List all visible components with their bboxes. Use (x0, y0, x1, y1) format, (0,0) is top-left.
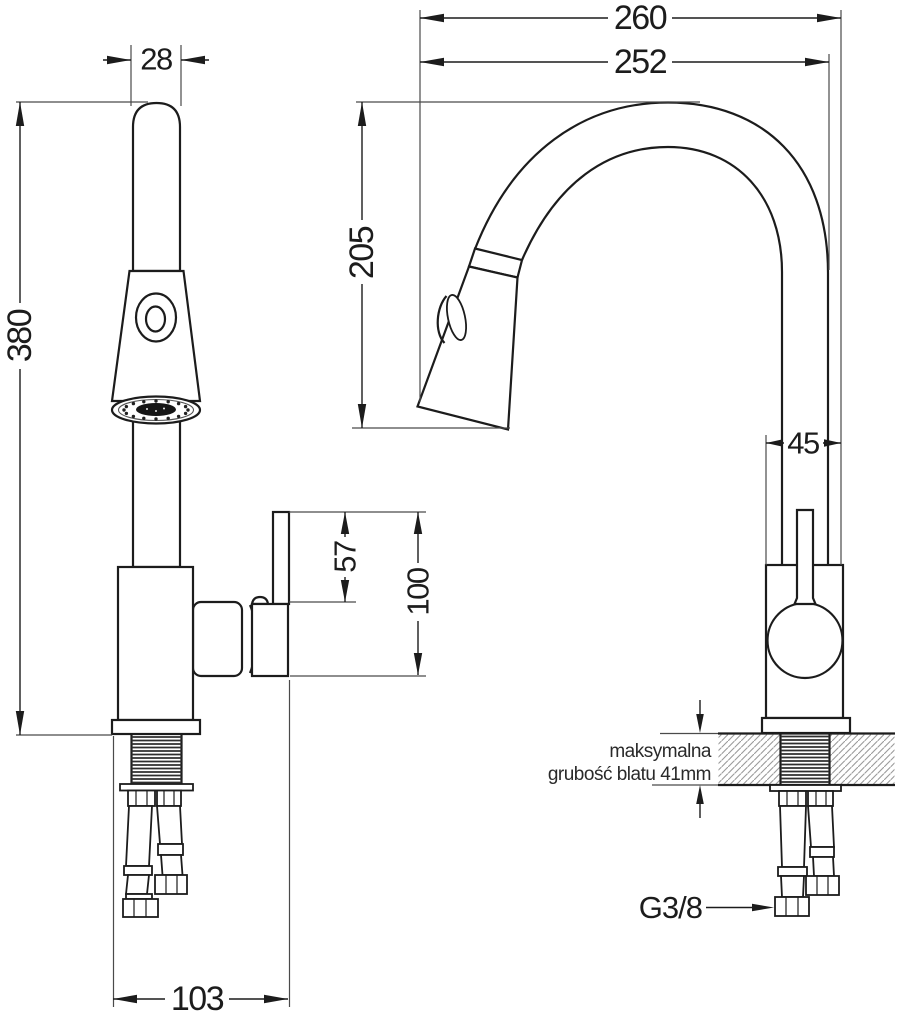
side-nut-facets (786, 791, 827, 806)
ext-205 (352, 101, 700, 429)
countertop-bore (779, 733, 831, 785)
side-spray-head (416, 265, 519, 431)
countertop-hatch-right (830, 734, 895, 784)
ext-103 (112, 680, 291, 1007)
front-handle-base (250, 602, 290, 678)
side-flange (760, 716, 852, 735)
side-shank-threads (781, 735, 829, 783)
front-supply-hoses (122, 805, 188, 918)
front-view (110, 101, 291, 918)
front-nut-facets (135, 790, 175, 806)
dim-base-depth-label: 103 (171, 980, 224, 1018)
countertop-note-line1: maksymalna (609, 741, 712, 762)
side-spout-outer-curve (473, 101, 830, 565)
countertop-hatch-left (718, 734, 780, 784)
thread-size-label: G3/8 (639, 890, 702, 925)
dim-spout-clearance-label: 205 (343, 226, 381, 279)
aerator-speck (163, 407, 165, 410)
aerator-speck (155, 410, 157, 412)
front-lever (271, 510, 291, 606)
front-threaded-shank (130, 734, 183, 784)
dim-body-depth-label: 45 (787, 426, 819, 461)
dim-lever-to-body-label: 100 (401, 567, 436, 615)
dimension-annotations: 260 252 205 380 28 45 57 100 103 maksyma… (1, 0, 842, 1018)
side-spray-button (446, 294, 467, 341)
side-nut-left (778, 790, 807, 807)
front-handle-hinge (250, 595, 270, 606)
countertop-note-line2: grubość blatu 41mm (548, 764, 711, 785)
front-spout-tube (131, 101, 182, 273)
dimension-arrows (15, 13, 841, 1004)
dim-lever-height-label: 57 (328, 541, 363, 573)
side-view (416, 101, 895, 917)
front-body (116, 565, 195, 722)
ext-28 (130, 45, 182, 106)
side-ball-joint (766, 601, 844, 680)
dim-spout-diameter-label: 28 (140, 42, 172, 77)
front-pullout-tube (131, 413, 182, 569)
countertop-section (718, 732, 895, 787)
front-nut-right (156, 789, 182, 807)
front-body-step (191, 600, 244, 678)
side-button-arc (436, 295, 448, 344)
front-nut-left (127, 789, 156, 807)
ext-countertop (652, 732, 718, 786)
side-supply-hoses (774, 805, 840, 917)
aerator-speck (146, 408, 148, 410)
side-lever (792, 508, 818, 606)
front-washer (119, 783, 194, 792)
ext-380 (16, 101, 148, 736)
side-nut-right (807, 790, 834, 807)
spray-button-inner (144, 305, 167, 333)
aerator-hole-ring (122, 399, 190, 421)
dim-total-height-label: 380 (1, 309, 39, 362)
side-spout-inner-curve (520, 145, 784, 565)
aerator-center (136, 403, 176, 416)
dim-spout-reach-label: 252 (614, 43, 667, 81)
dim-overall-depth-label: 260 (614, 0, 667, 37)
side-washer (769, 784, 842, 792)
front-flange (110, 718, 202, 736)
